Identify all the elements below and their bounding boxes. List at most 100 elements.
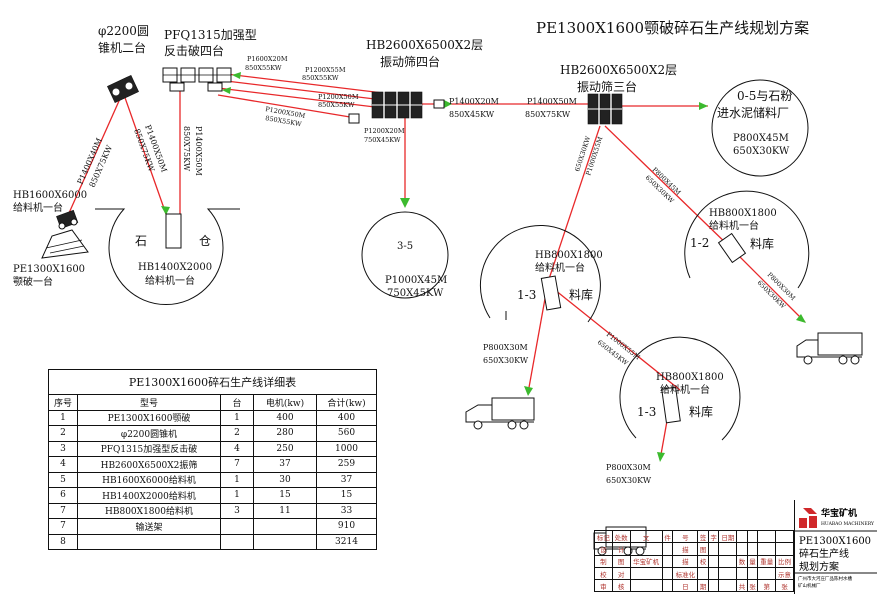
belt-to-left-pile [547,125,601,283]
belt-label: 850X55KW [302,74,339,82]
title-block-cell: 文 [629,529,663,544]
belt-label: P1200X20M [364,127,405,135]
title-block-cell [629,579,663,593]
table-header: 合计(kw) [316,394,377,411]
belt-impact-to-screen-b [217,79,384,101]
table-cell [220,533,254,550]
title-block-cell [736,542,748,556]
screen3-line2: 振动筛三台 [577,79,637,94]
table-cell: 3 [220,502,254,519]
pile-left-line2: 给料机一台 [535,261,585,274]
belt-label: P1400X20M [449,97,499,106]
table-cell: PFQ1315加强型反击破 [77,440,221,457]
arrow-icon [400,198,410,208]
title-block-cell: 件 [661,529,674,544]
table-cell: 400 [253,409,317,426]
title-block-cell: 比例 [775,554,794,568]
table-cell: 37 [316,471,377,488]
table-cell: 11 [253,502,317,519]
arrow-icon [232,72,241,79]
table-cell: 280 [253,425,317,442]
title-block-cell: 设 [594,542,613,556]
title-block-cell [775,542,794,556]
silo-char-1: 石 [135,234,147,248]
title-block-cell: 字 [707,529,720,544]
truck-left [465,397,535,430]
feeder-main-line2: 给料机一台 [13,201,63,214]
table-cell: 15 [316,487,377,504]
title-block-cell: 描 [672,542,699,556]
table-header-row: 序号 型号 台 电机(kw) 合计(kw) [48,394,377,411]
title-block-row: 制图华宝矿机描校数量重量比例 [594,554,794,568]
title-block-cell [746,566,759,581]
title-block-cell: 图 [611,554,631,568]
title-block-cell [661,579,674,593]
pile-bottom-tag: 1-3 [637,405,656,419]
stockpile-35 [361,211,449,299]
belt-label: 850X75KW [525,110,571,119]
table-cell: 7 [48,518,78,535]
arrow-icon [444,100,452,108]
truck-icon [817,332,863,356]
cone-line1: φ2200圆 [98,24,149,38]
equipment-table: PE1300X1600碎石生产线详细表 序号 型号 台 电机(kw) 合计(kw… [48,369,377,550]
table-cell: 1 [220,471,254,488]
belt-label: 650X30KW [483,356,529,365]
title-block-cell: 图 [697,542,709,556]
pile-feeder-icon [717,232,747,264]
address-line1: 广州市大河庄厂品陈村水槽 [798,575,852,582]
title-block-cell [661,566,674,581]
belt-label: 750X45KW [364,136,401,144]
impact-line2: 反击破四台 [164,43,224,58]
belt-label: 650X30KW [606,476,652,485]
table-cell: 8 [48,533,78,550]
title-block-cell [746,542,759,556]
arrow-icon [161,206,170,215]
brand-english: HUABAO MACHINERY [821,521,875,527]
table-cell: 输送架 [77,518,221,535]
title-block-cell: 华宝矿机 [629,554,663,568]
table-cell: 6 [48,487,78,504]
pile-left-line1: HB800X1800 [535,250,603,261]
title-block-cell [661,554,674,568]
belt-label: 850X55KW [318,101,355,109]
jaw-line2: 颚破一台 [13,275,53,288]
belt-impact-to-screen-a [217,72,384,94]
table-cell: 1000 [316,440,377,457]
pile05-line1: 0-5与石粉 [737,89,792,103]
address-line2: 矿山机械厂 [798,582,821,589]
title-block-cell: 示意 [775,566,794,581]
table-cell: HB800X1800给料机 [77,502,221,519]
title-block-cell: 签 [697,529,709,544]
table-cell: 1 [48,409,78,426]
table-cell: 2 [48,425,78,442]
project-line3: 规划方案 [799,560,839,573]
table-cell: 30 [253,471,317,488]
truck-right [796,332,863,365]
table-cell: 4 [220,440,254,457]
screens-four [348,91,445,124]
title-block-cell: 量 [746,554,759,568]
title-block-cell: 期 [697,579,709,593]
belt-to-right-pile [604,125,734,251]
title-block-cell: 共 [736,579,748,593]
title-block-cell: 号 [672,529,699,544]
arrow-icon [222,87,231,94]
table-cell: 560 [316,425,377,442]
pile-feeder-icon [540,275,562,311]
belt-label: P800X30M [483,343,528,352]
table-cell: 1 [220,409,254,426]
title-block-cell [718,554,738,568]
title-block-grid: 标记处数文件号签字日期设计描图制图华宝矿机描校数量重量比例校对标准化示意审核日期… [594,529,794,593]
table-cell [77,533,221,550]
pile35-tag: 3-5 [397,241,413,252]
pile-right-tag: 1-2 [690,236,709,250]
table-header: 型号 [77,394,221,411]
table-cell: 250 [253,440,317,457]
stockpile-bottom [619,336,741,441]
screens-three [587,93,623,125]
